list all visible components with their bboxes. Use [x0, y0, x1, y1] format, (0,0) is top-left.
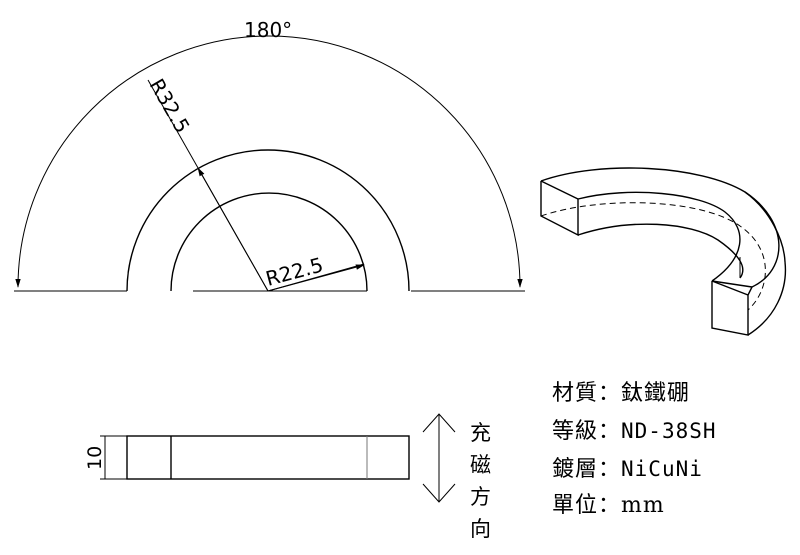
outer-radius-label: R32.5 [145, 75, 195, 138]
magnetization-char-4: 向 [470, 517, 491, 541]
iso-right-end-inner [711, 280, 749, 296]
inner-radius-label: R22.5 [263, 253, 326, 291]
spec-material-label: 材質： [552, 381, 622, 406]
ring-inner-arc [170, 192, 368, 292]
iso-left-end-face [540, 181, 579, 237]
iso-right-top-edge [711, 280, 753, 288]
side-view-outline [126, 435, 410, 480]
spec-plating-value: NiCuNi [621, 457, 703, 481]
magnetization-char-2: 磁 [470, 453, 491, 477]
iso-outer-wall-side [744, 191, 786, 263]
iso-outer-wall-bottom [747, 261, 787, 336]
outer-radius-arrowhead [197, 167, 269, 292]
spec-unit-value: mm [621, 493, 665, 518]
magnetization-arrow [422, 413, 456, 503]
side-view: 10 [84, 435, 410, 480]
spec-unit-label: 單位： [552, 493, 622, 518]
angle-label: 180° [244, 18, 292, 42]
inner-radius-underline [267, 263, 365, 292]
magnetization-char-3: 方 [470, 485, 491, 509]
iso-left-top-edge [540, 180, 579, 200]
angle-dimension-arc [15, 35, 523, 288]
spec-material: 材質：鈦鐵硼 [552, 375, 690, 407]
iso-hidden-line [540, 202, 766, 311]
iso-inner-wall-bottom [577, 223, 744, 279]
spec-grade-value: ND-38SH [621, 419, 717, 443]
magnetization-char-1: 充 [470, 421, 491, 445]
spec-unit: 單位：mm [552, 487, 665, 519]
ring-outer-arc [126, 149, 410, 292]
spec-material-value: 鈦鐵硼 [621, 381, 691, 406]
spec-grade-label: 等級： [552, 419, 622, 444]
isometric-view [540, 167, 787, 336]
iso-top-face-outer [540, 167, 780, 288]
spec-plating-label: 鍍層： [552, 457, 622, 482]
spec-grade: 等級：ND-38SH [552, 413, 717, 445]
iso-top-face-inner [577, 191, 741, 282]
top-view-half-ring: 180° R32.5 R22.5 [14, 18, 525, 292]
thickness-label: 10 [84, 446, 106, 470]
spec-plating: 鍍層：NiCuNi [552, 451, 703, 483]
